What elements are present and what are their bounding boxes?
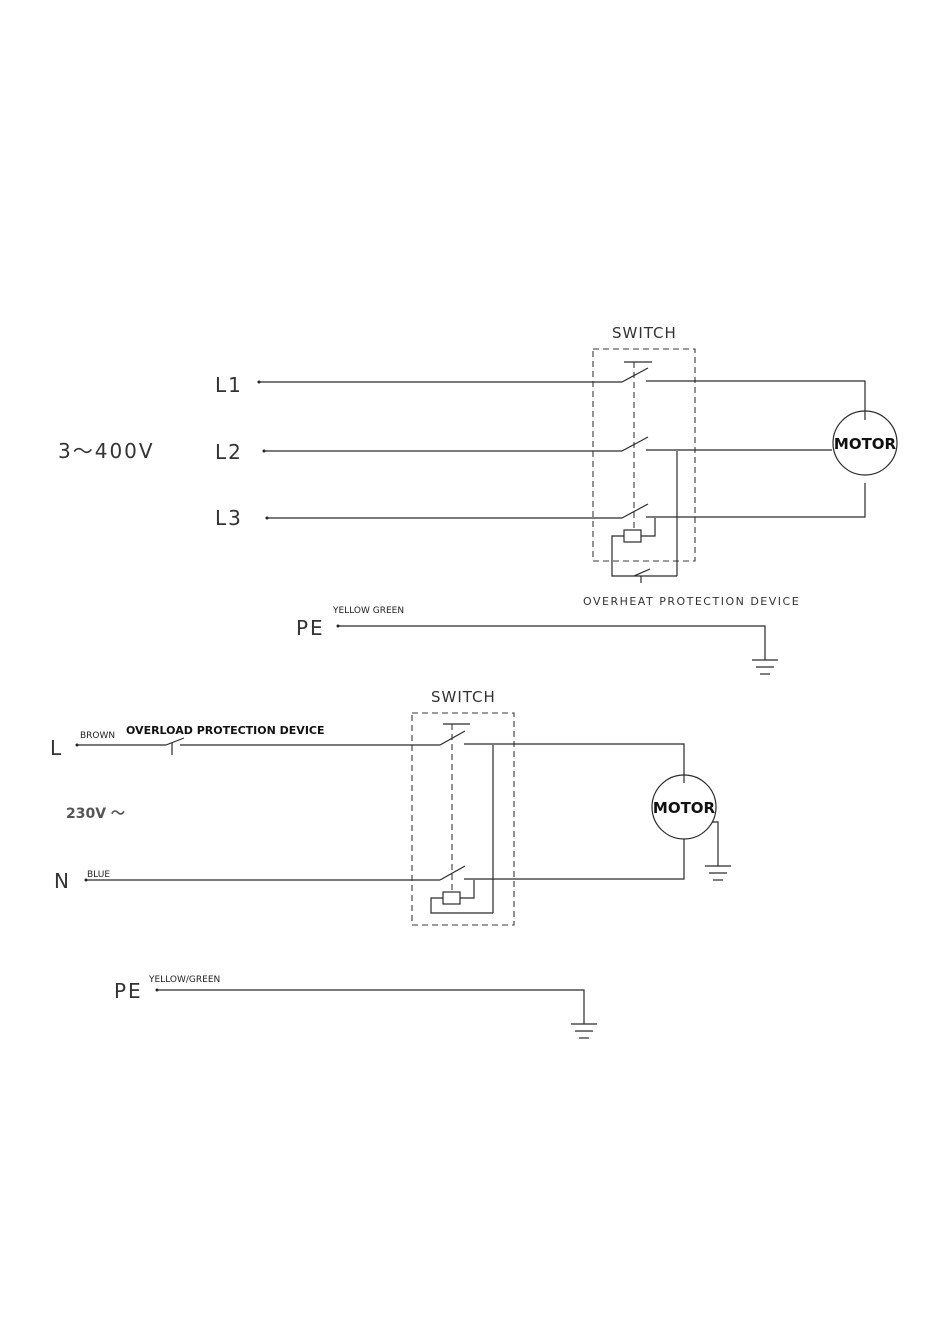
wire-n-out — [464, 839, 684, 879]
line-label-l2: L2 — [215, 440, 243, 464]
overload-protection-label: OVERLOAD PROTECTION DEVICE — [126, 724, 325, 737]
pe-wire-label-1ph: YELLOW/GREEN — [148, 975, 220, 985]
three-phase-supply-label: 3～400V — [58, 439, 155, 463]
ground-symbol-icon — [705, 866, 731, 880]
wire-l1-out — [646, 381, 865, 420]
relay-coil-icon — [443, 892, 460, 904]
relay-loop-1ph — [431, 745, 493, 913]
pe-label-3ph: PE — [296, 616, 325, 640]
pe-wire-1ph — [157, 990, 584, 1024]
pe-label-1ph: PE — [114, 979, 143, 1003]
relay-coil-icon — [624, 530, 641, 542]
pe-wire-label-3ph: YELLOW GREEN — [332, 606, 404, 616]
wire-l-out — [464, 744, 684, 783]
overheat-protection-label: OVERHEAT PROTECTION DEVICE — [583, 595, 800, 608]
line-label-l: L — [50, 736, 63, 760]
neutral-wire-label: BLUE — [87, 870, 110, 880]
overload-switch-icon — [166, 738, 184, 755]
line-label-l3: L3 — [215, 506, 243, 530]
line-label-l1: L1 — [215, 373, 243, 397]
line-wire-label: BROWN — [80, 731, 115, 741]
motor-label-3ph: MOTOR — [834, 435, 897, 453]
motor-label-1ph: MOTOR — [653, 799, 716, 817]
motor-ground-wire — [712, 822, 718, 866]
three-phase-circuit: 3～400V L1 L2 L3 SWITCH MOTOR — [58, 324, 897, 674]
wire-l3-out — [646, 483, 865, 517]
switch-label-1ph: SWITCH — [431, 688, 496, 706]
single-phase-supply-label: 230V ～ — [66, 806, 125, 822]
switch-contact-icon — [622, 368, 648, 518]
switch-label-3ph: SWITCH — [612, 324, 677, 342]
pe-wire-3ph — [338, 626, 765, 660]
ground-symbol-icon — [752, 660, 778, 674]
neutral-label: N — [54, 869, 71, 893]
single-phase-circuit: SWITCH L BROWN OVERLOAD PROTECTION DEVIC… — [50, 688, 731, 1038]
ground-symbol-icon — [571, 1024, 597, 1038]
